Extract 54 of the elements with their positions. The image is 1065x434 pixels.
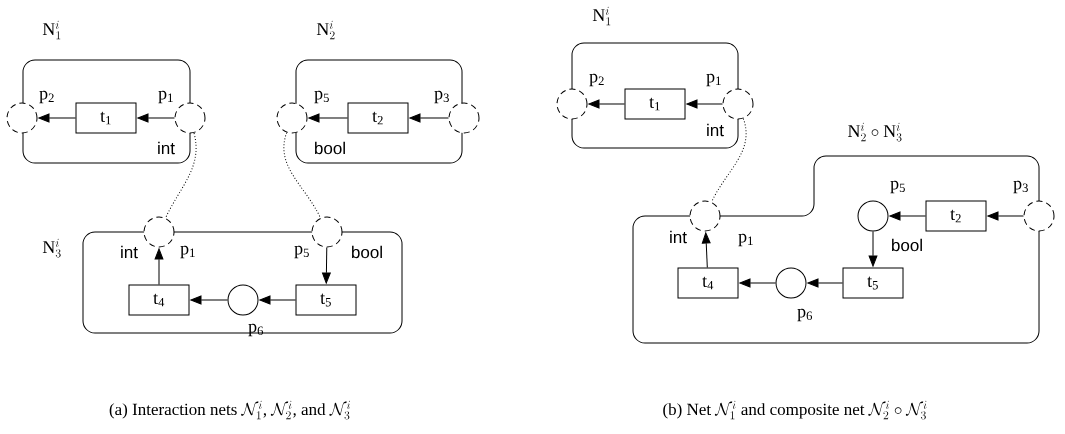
- place-label: p$_{1}$: [180, 245, 195, 259]
- net-label: $\mathrm{N}_3^{i}$: [42, 238, 61, 258]
- place-label: p$_{1}$: [158, 90, 173, 104]
- place-label: int: [158, 141, 175, 155]
- transition-box: t$_{5}$: [295, 284, 357, 316]
- place-label: p$_{2}$: [39, 90, 54, 104]
- place-label: p$_{2}$: [589, 73, 604, 87]
- transition-box: t$_{1}$: [75, 102, 137, 134]
- transition-box: t$_{2}$: [347, 102, 409, 134]
- arrow: [889, 211, 926, 221]
- arrow: [987, 211, 1024, 221]
- arrow: [686, 99, 723, 109]
- dotted-line: [283, 132, 321, 219]
- arrow: [38, 113, 76, 123]
- arrow: [154, 248, 164, 285]
- place-label: p$_{3}$: [1013, 180, 1028, 194]
- transition-box: t$_{4}$: [677, 267, 739, 299]
- place-label: p$_{5}$: [314, 90, 329, 104]
- arrow: [137, 113, 175, 123]
- arrow: [701, 232, 711, 268]
- arrow: [807, 278, 843, 288]
- place-label: int: [121, 245, 138, 259]
- net-label: $\mathrm{N}_2^{i}$: [316, 20, 335, 40]
- arrow: [259, 295, 296, 305]
- place-label: p$_{6}$: [248, 323, 264, 337]
- arrow: [868, 231, 878, 267]
- place-label: bool: [892, 238, 922, 252]
- place-label: p$_{6}$: [797, 308, 813, 322]
- dotted-line: [165, 132, 197, 219]
- place-label: bool: [315, 141, 345, 155]
- net-label: $\mathrm{N}_2^{i}\circ\mathrm{N}_3^{i}$: [848, 122, 902, 142]
- caption: $\mbox{(b) Net }\mathcal{N}_1^{i}\mbox{ and composite net }\mathcal{N}_2^{i}\circ\mathcal{N}_3^{i}$: [663, 400, 927, 420]
- arrow: [190, 295, 228, 305]
- place-label: int: [707, 123, 724, 137]
- arrow: [308, 113, 348, 123]
- place-label: p$_{3}$: [434, 90, 449, 104]
- net-label: $\mathrm{N}_1^{i}$: [592, 6, 611, 26]
- transition-box: t$_{4}$: [128, 284, 190, 316]
- place-label: p$_{1}$: [706, 73, 721, 87]
- place-label: p$_{5}$: [294, 245, 309, 259]
- place-label: bool: [352, 245, 382, 259]
- transition-box: t$_{5}$: [842, 267, 904, 299]
- caption: $\mbox{(a) Interaction nets }\mathcal{N}_1^{i}\mbox{, }\mathcal{N}_2^{i}\mbox{, and }\mathcal{N}_3^{i}$: [109, 400, 350, 420]
- arrow: [588, 99, 625, 109]
- place-label: p$_{5}$: [890, 180, 905, 194]
- transition-box: t$_{2}$: [925, 200, 987, 232]
- arrow: [409, 113, 449, 123]
- arrow: [739, 278, 776, 288]
- place-label: p$_{1}$: [738, 233, 753, 247]
- transition-box: t$_{1}$: [624, 88, 686, 120]
- net-label: $\mathrm{N}_1^{i}$: [42, 20, 61, 40]
- dotted-line: [711, 118, 747, 203]
- arrow: [322, 247, 331, 284]
- place-label: int: [670, 230, 687, 244]
